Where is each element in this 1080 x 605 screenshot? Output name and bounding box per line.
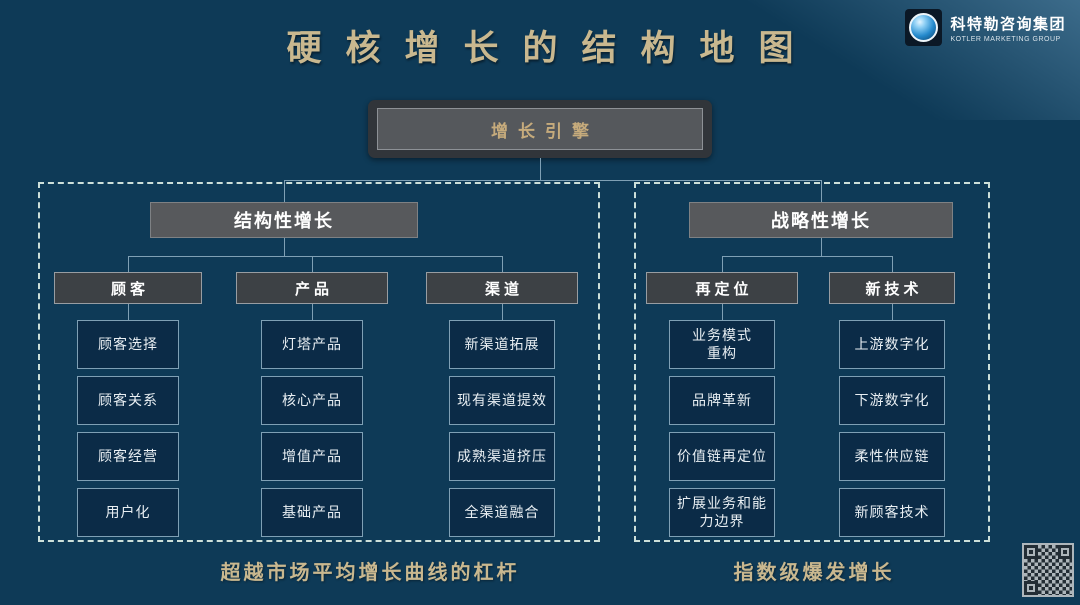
structural-growth-frame: [38, 182, 600, 542]
connector-line: [284, 180, 822, 181]
leaf-node: 灯塔产品: [261, 320, 363, 369]
connector-line: [502, 256, 503, 272]
group-customer: 顾客: [54, 272, 202, 304]
qr-code: [1022, 543, 1074, 597]
group-repositioning: 再定位: [646, 272, 798, 304]
leaf-node: 新渠道拓展: [449, 320, 555, 369]
connector-line: [892, 304, 893, 320]
leaf-node: 顾客经营: [77, 432, 179, 481]
logo-text: 科特勒咨询集团 KOTLER MARKETING GROUP: [950, 13, 1066, 43]
leaf-node: 成熟渠道挤压: [449, 432, 555, 481]
connector-line: [892, 256, 893, 272]
connector-line: [821, 180, 822, 202]
leaf-node: 顾客关系: [77, 376, 179, 425]
leaf-node: 新顾客技术: [839, 488, 945, 537]
leaf-node: 增值产品: [261, 432, 363, 481]
qr-finder-icon: [1024, 545, 1038, 559]
connector-line: [821, 238, 822, 256]
caption-strategic: 指数级爆发增长: [733, 560, 895, 584]
branch-structural-growth: 结构性增长: [150, 202, 418, 238]
logo-name-en: KOTLER MARKETING GROUP: [950, 35, 1061, 43]
group-new-technology: 新技术: [829, 272, 955, 304]
leaf-node: 业务模式 重构: [669, 320, 775, 369]
connector-line: [312, 304, 313, 320]
branch-strategic-growth: 战略性增长: [689, 202, 953, 238]
connector-line: [722, 256, 893, 257]
strategic-growth-frame: [634, 182, 990, 542]
root-node-label: 增长引擎: [377, 108, 703, 150]
connector-line: [284, 238, 285, 256]
leaf-node: 下游数字化: [839, 376, 945, 425]
connector-line: [128, 256, 129, 272]
qr-finder-icon: [1058, 545, 1072, 559]
connector-line: [284, 180, 285, 202]
leaf-node: 柔性供应链: [839, 432, 945, 481]
leaf-node: 现有渠道提效: [449, 376, 555, 425]
connector-line: [722, 256, 723, 272]
leaf-node: 顾客选择: [77, 320, 179, 369]
leaf-node: 用户化: [77, 488, 179, 537]
group-channel: 渠道: [426, 272, 578, 304]
corner-glow: [660, 0, 1080, 120]
leaf-node: 核心产品: [261, 376, 363, 425]
qr-finder-icon: [1024, 581, 1038, 595]
connector-line: [128, 256, 503, 257]
globe-sphere-icon: [909, 13, 939, 42]
leaf-node: 基础产品: [261, 488, 363, 537]
leaf-node: 价值链再定位: [669, 432, 775, 481]
connector-line: [722, 304, 723, 320]
kotler-globe-icon: [905, 9, 943, 46]
company-logo: 科特勒咨询集团 KOTLER MARKETING GROUP: [905, 9, 1066, 46]
page-title: 硬核增长的结构地图: [286, 28, 818, 69]
connector-line: [502, 304, 503, 320]
connector-line: [128, 304, 129, 320]
group-product: 产品: [236, 272, 388, 304]
leaf-node: 品牌革新: [669, 376, 775, 425]
leaf-node: 全渠道融合: [449, 488, 555, 537]
connector-line: [312, 256, 313, 272]
logo-name-cn: 科特勒咨询集团: [950, 15, 1066, 33]
caption-structural: 超越市场平均增长曲线的杠杆: [220, 560, 520, 584]
leaf-node: 扩展业务和能 力边界: [669, 488, 775, 537]
leaf-node: 上游数字化: [839, 320, 945, 369]
connector-line: [540, 158, 541, 180]
root-node-growth-engine: 增长引擎: [368, 100, 712, 158]
